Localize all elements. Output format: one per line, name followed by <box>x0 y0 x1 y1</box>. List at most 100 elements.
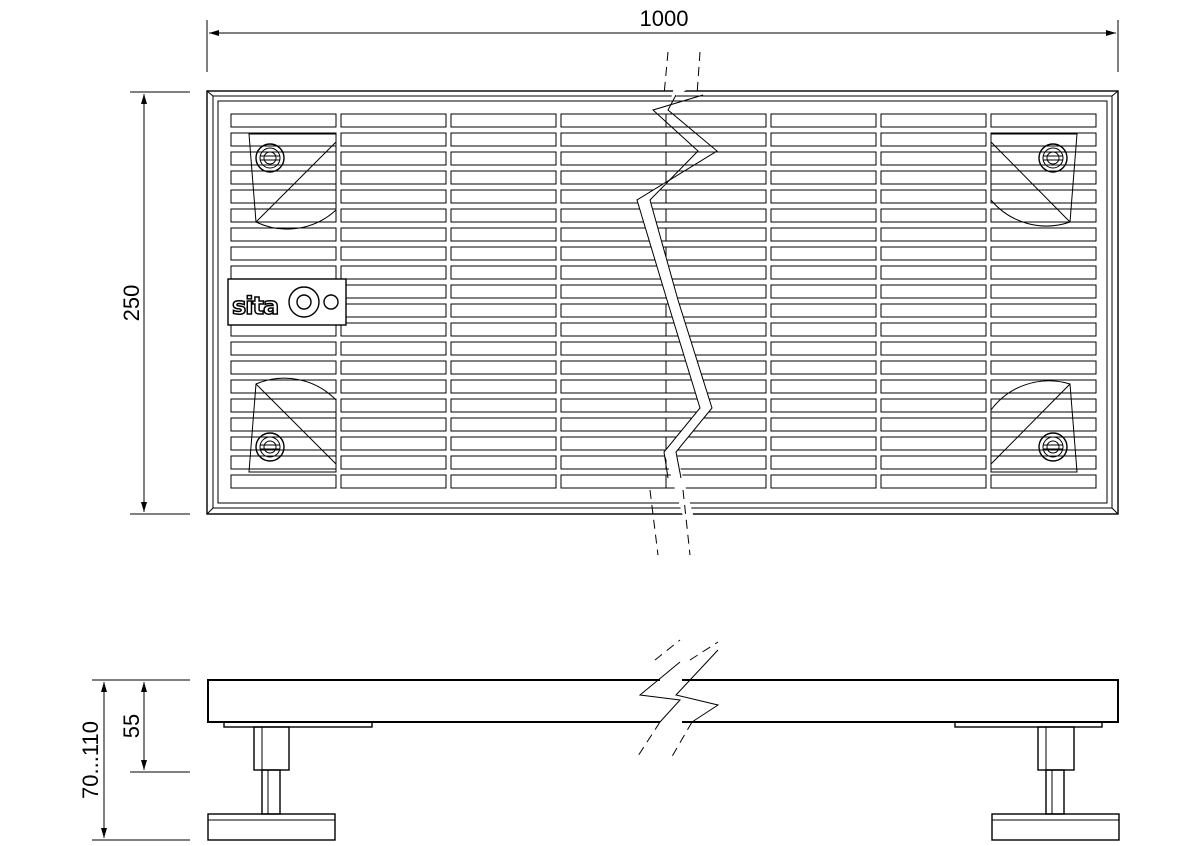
grate-slot <box>340 208 447 223</box>
grate-slot <box>770 379 877 394</box>
dimension-width: 1000 <box>206 6 1119 72</box>
grate-slot <box>880 227 987 242</box>
grate-slot <box>340 360 447 375</box>
grate-slot <box>340 341 447 356</box>
grate-slot <box>880 360 987 375</box>
grate-slot <box>881 304 986 317</box>
grate-slot <box>341 190 446 203</box>
grate-slot <box>990 113 1097 128</box>
grate-slot <box>450 265 557 280</box>
grate-slot <box>650 113 667 128</box>
grate-slot <box>880 265 987 280</box>
grate-slot <box>991 266 1096 279</box>
grate-slot <box>450 113 557 128</box>
grate-slot <box>990 265 1097 280</box>
grate-slot <box>650 474 667 489</box>
grate-slot <box>560 170 667 185</box>
sita-logo: sita <box>227 278 347 326</box>
grate-slot <box>450 417 557 432</box>
grate-slot <box>341 342 446 355</box>
grate-slot <box>881 228 986 241</box>
grate-slot <box>881 380 986 393</box>
grate-slot <box>451 475 556 488</box>
grate-slot <box>340 303 447 318</box>
grate-slot <box>990 398 1097 413</box>
grate-slot <box>340 132 447 147</box>
grate-slot <box>771 133 876 146</box>
grate-slot <box>451 209 556 222</box>
grate-slot <box>450 322 557 337</box>
grate-slot <box>560 341 667 356</box>
grate-slot <box>770 189 877 204</box>
grate-slot <box>451 285 556 298</box>
grate-side-view <box>207 639 1120 841</box>
grate-slot <box>770 284 877 299</box>
grate-slot <box>991 285 1096 298</box>
grate-slot <box>665 227 767 242</box>
grate-slot <box>665 436 767 451</box>
grate-slot <box>650 398 667 413</box>
grate-slot <box>991 475 1096 488</box>
dimension-range-label: 70...110 <box>78 721 103 799</box>
grate-slot <box>665 417 767 432</box>
grate-slot <box>231 380 336 393</box>
grate-slot <box>880 246 987 261</box>
grate-slot <box>340 151 447 166</box>
grate-slot <box>665 322 767 337</box>
grate-slot <box>340 170 447 185</box>
grate-slot <box>450 360 557 375</box>
grate-slot <box>665 341 717 356</box>
grate-slot <box>451 133 556 146</box>
grate-slot <box>560 208 667 223</box>
grate-slot <box>341 380 446 393</box>
grate-slot <box>991 361 1096 374</box>
grate-slot <box>881 399 986 412</box>
grate-slot <box>990 208 1097 223</box>
grate-slot <box>560 379 667 394</box>
grate-slot <box>230 189 337 204</box>
grate-slot <box>771 171 876 184</box>
grate-slot <box>991 342 1096 355</box>
grate-slot <box>341 437 446 450</box>
grate-slot <box>880 474 987 489</box>
grate-slot <box>340 436 447 451</box>
grate-slot <box>231 114 336 127</box>
grate-slot <box>451 228 556 241</box>
grate-slot <box>990 227 1097 242</box>
grate-slot <box>341 228 446 241</box>
grate-slot <box>881 133 986 146</box>
grate-slot <box>881 323 986 336</box>
grate-slot <box>451 361 556 374</box>
grate-slot <box>880 379 987 394</box>
grate-slot <box>560 227 667 242</box>
grate-slot <box>665 455 717 470</box>
grate-slot <box>881 475 986 488</box>
grate-slot <box>991 399 1096 412</box>
grate-slot <box>990 341 1097 356</box>
grate-slot <box>230 227 337 242</box>
grate-plan-view <box>206 51 1119 556</box>
bolt-icon <box>1038 143 1068 173</box>
grate-slot <box>230 417 337 432</box>
grate-slot <box>771 152 876 165</box>
grate-slot <box>450 398 557 413</box>
grate-slot <box>560 398 667 413</box>
grate-slot <box>450 474 557 489</box>
grate-slot <box>770 398 877 413</box>
grate-slot <box>230 341 337 356</box>
grate-slot <box>340 284 447 299</box>
grate-slot <box>231 456 336 469</box>
grate-slot <box>341 247 446 260</box>
grate-slot <box>230 360 337 375</box>
grate-slot <box>450 436 557 451</box>
grate-slot <box>881 171 986 184</box>
grate-slot <box>650 360 667 375</box>
logo-ring-small-icon <box>323 294 339 310</box>
grate-slot <box>990 474 1097 489</box>
grate-slot <box>665 398 767 413</box>
grate-slot <box>231 361 336 374</box>
grate-slot <box>771 437 876 450</box>
grate-slot <box>650 379 667 394</box>
grate-slot <box>451 399 556 412</box>
